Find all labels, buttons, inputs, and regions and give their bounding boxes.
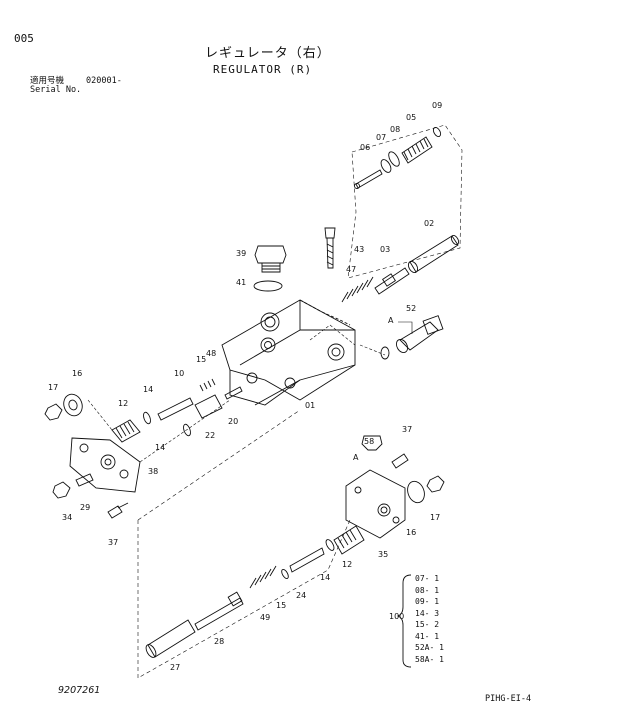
part-52-drawing [395, 315, 444, 354]
callout-49: 49 [260, 613, 270, 622]
kit-item: 15- 2 [415, 620, 440, 629]
callout-01: 01 [305, 401, 315, 410]
callout-34: 34 [62, 513, 72, 522]
callout-14: 14 [155, 443, 165, 452]
callout-a: A [353, 453, 359, 462]
callout-09: 09 [432, 101, 442, 110]
title-english: REGULATOR (R) [213, 63, 313, 76]
callout-38: 38 [148, 467, 158, 476]
callout-43: 43 [354, 245, 364, 254]
callout-37: 37 [402, 425, 412, 434]
callout-28: 28 [214, 637, 224, 646]
callout-03: 03 [380, 245, 390, 254]
callout-41: 41 [236, 278, 246, 287]
callout-05: 05 [406, 113, 416, 122]
callout-24: 24 [296, 591, 306, 600]
serial-value: 020001- [86, 76, 122, 86]
callout-48: 48 [206, 349, 216, 358]
callout-58: 58 [364, 437, 374, 446]
kit-item: 09- 1 [415, 597, 440, 606]
left-parts-drawing [44, 378, 243, 519]
kit-item: 14- 3 [415, 608, 440, 618]
callout-12: 12 [342, 560, 352, 569]
sheet-code: PIHG-EI-4 [485, 694, 532, 704]
kit-item: 07- 1 [415, 574, 440, 583]
kit-bracket [396, 574, 412, 668]
callout-39: 39 [236, 249, 246, 258]
callout-14: 14 [320, 573, 330, 582]
kit-number: 100 [389, 612, 405, 621]
callout-37: 37 [108, 538, 118, 547]
callout-16: 16 [406, 528, 416, 537]
kit-item: 52A- 1 [415, 643, 444, 652]
drawing-number: 9207261 [58, 685, 101, 696]
page-number: 005 [14, 32, 34, 45]
kit-item: 41- 1 [415, 631, 440, 641]
callout-20: 20 [228, 417, 238, 426]
callout-14: 14 [143, 385, 153, 394]
callout-a: A [388, 316, 394, 325]
kit-item: 58A- 1 [415, 654, 444, 664]
callout-27: 27 [170, 663, 180, 672]
lower-parts-drawing [137, 409, 445, 679]
kit-item: 08- 1 [415, 585, 440, 595]
callout-47: 47 [346, 265, 356, 274]
callout-15: 15 [196, 355, 206, 364]
callout-12: 12 [118, 399, 128, 408]
serial-label-english: Serial No. [30, 85, 82, 95]
callout-10: 10 [174, 369, 184, 378]
top-cartridge-drawing [253, 124, 463, 303]
callout-layer: 01 02 03 05 06 07 08 09 10 12 12 14 14 14 15 15 16 16 17 17… [48, 101, 442, 672]
callout-17: 17 [48, 383, 58, 392]
callout-52: 52 [406, 304, 416, 313]
callout-29: 29 [80, 503, 90, 512]
regulator-body-drawing [221, 299, 390, 406]
callout-22: 22 [205, 431, 215, 440]
callout-17: 17 [430, 513, 440, 522]
title-japanese: レギュレータ（右） [205, 46, 331, 61]
callout-16: 16 [72, 369, 82, 378]
callout-35: 35 [378, 550, 388, 559]
callout-08: 08 [390, 125, 400, 134]
callout-07: 07 [376, 133, 386, 142]
callout-02: 02 [424, 219, 434, 228]
serial-label-japanese: 適用号機 [30, 76, 65, 86]
callout-06: 06 [360, 143, 370, 152]
callout-15: 15 [276, 601, 286, 610]
